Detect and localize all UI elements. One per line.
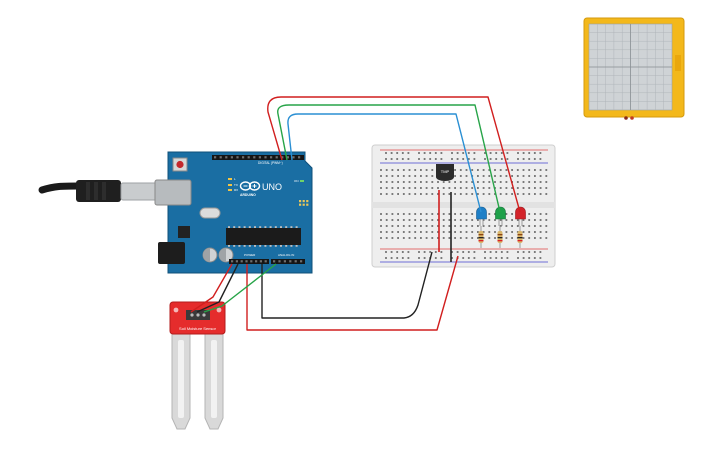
oscilloscope[interactable] [583,17,685,120]
wire-red-sensor[interactable] [190,263,233,313]
breadboard-holes [380,152,548,259]
label-l: L [234,177,236,181]
sensor-prong-pads [178,340,217,418]
board-led-tx [228,184,232,186]
board-led-l [228,178,232,180]
arduino-crystal [199,207,221,219]
digital-header-pins [214,156,301,159]
leds[interactable] [476,206,526,226]
power-label: POWER [244,253,256,257]
oscilloscope-probe-negative[interactable] [624,116,628,120]
usb-cable[interactable] [38,180,164,202]
arduino-power-jack [158,242,185,264]
atmega-chip [226,228,301,245]
analog-label: ANALOG IN [278,253,294,257]
board-led-on [300,180,304,182]
breadboard[interactable] [371,144,556,268]
wires[interactable] [190,96,521,331]
sensor-mount-hole-left [173,307,179,313]
temperature-sensor-body [436,164,454,181]
wire-green-sensor[interactable] [203,263,277,313]
resistors[interactable] [478,226,523,248]
icsp-header [299,200,309,206]
digital-header [212,155,304,160]
wire-black-bottom[interactable] [261,251,433,319]
breadboard-center-channel [372,202,555,208]
led-blue[interactable] [476,206,487,226]
wire-green-top[interactable] [277,104,501,213]
label-rx: RX [234,188,238,192]
led-red[interactable] [515,206,526,226]
sensor-mount-hole-right [216,307,222,313]
atmega-chip-pins [228,226,298,247]
soil-moisture-sensor[interactable]: Soil Moisture Sensor [169,301,226,430]
model-label: UNO [262,182,282,192]
resistor-1[interactable] [478,226,484,248]
brand-label: ARDUINO [240,193,256,197]
resistor-2[interactable] [497,226,503,248]
arduino-usb-jack [154,179,192,206]
digital-header-label: DIGITAL (PWM~) [258,161,283,165]
arduino-logo [239,181,261,191]
reset-button-cap [176,160,184,169]
board-led-rx [228,189,232,191]
temperature-sensor-label: TMP [441,169,450,174]
resistor-3[interactable] [517,226,523,248]
wire-blue-top[interactable] [287,113,482,213]
analog-header [271,259,305,264]
label-tx: TX [234,183,238,187]
arduino-usb-chip [178,226,190,238]
wire-red-top[interactable] [267,96,521,213]
label-on: ON [294,179,299,183]
sensor-label: Soil Moisture Sensor [179,326,217,331]
arduino-board[interactable]: L TX RX ON UNO ARDUINO DIGITAL (PWM~) PO… [154,151,313,274]
wire-red-bottom[interactable] [246,255,459,331]
temperature-sensor[interactable]: TMP [436,164,454,181]
usb-plug-housing [76,180,121,202]
led-green[interactable] [495,206,506,226]
oscilloscope-side-tab [675,55,681,71]
oscilloscope-probe-positive[interactable] [630,116,634,120]
bottom-header-pins [231,260,303,263]
wire-black-sensor[interactable] [196,263,239,313]
power-header [229,259,269,264]
